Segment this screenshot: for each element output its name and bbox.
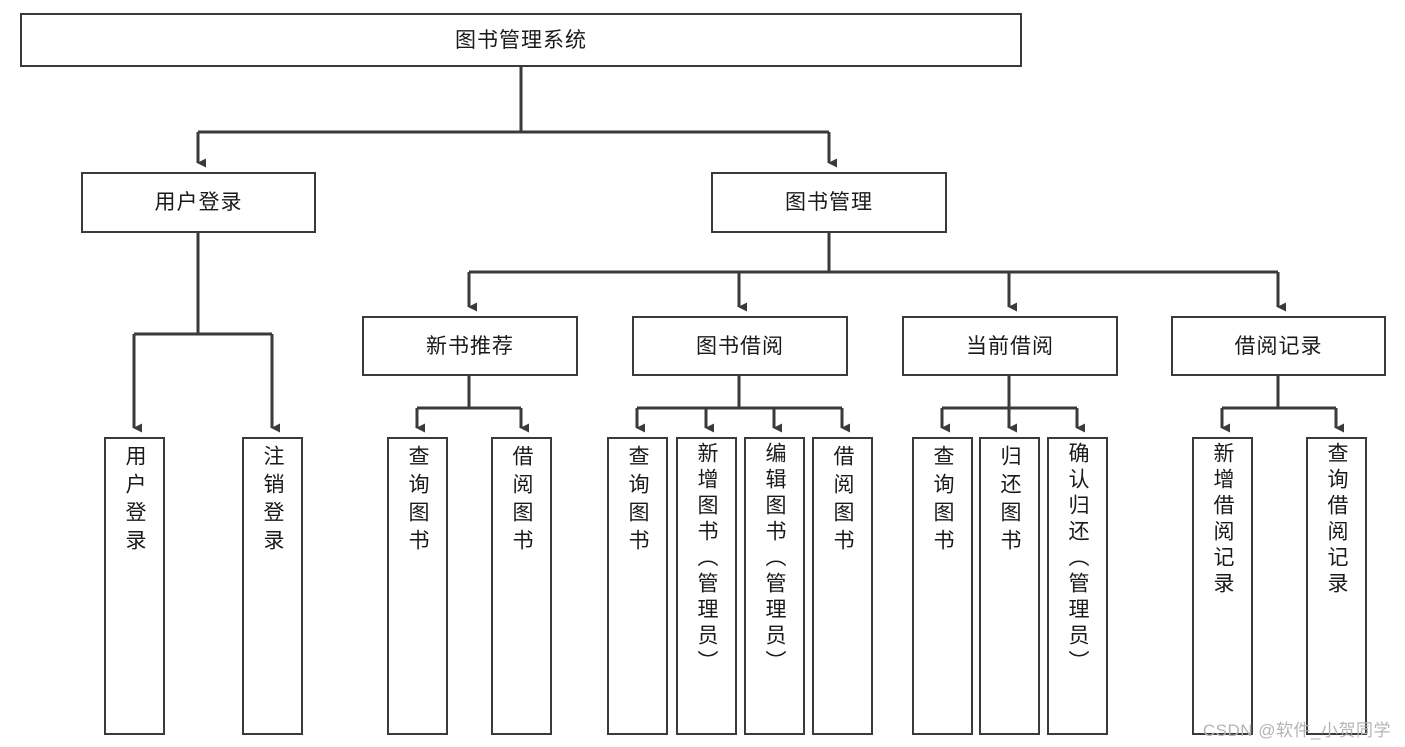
node-current-borrow[interactable]: 当前借阅 (902, 316, 1118, 376)
node-label: 借阅图书 (510, 445, 533, 557)
node-leaf-add-book-admin[interactable]: 新增图书（管理员） (676, 437, 737, 735)
node-label: 图书管理 (785, 191, 873, 214)
node-leaf-edit-book-admin[interactable]: 编辑图书（管理员） (744, 437, 805, 735)
node-label: 查询借阅记录 (1325, 442, 1348, 598)
node-leaf-user-login[interactable]: 用户登录 (104, 437, 165, 735)
node-leaf-borrow-book-nb[interactable]: 借阅图书 (491, 437, 552, 735)
node-label: 新增借阅记录 (1211, 442, 1234, 598)
node-leaf-add-borrow-record[interactable]: 新增借阅记录 (1192, 437, 1253, 735)
node-label: 当前借阅 (966, 334, 1054, 358)
node-label: 借阅记录 (1234, 334, 1323, 358)
node-leaf-confirm-return-admin[interactable]: 确认归还（管理员） (1047, 437, 1108, 735)
node-leaf-borrow-book-bb[interactable]: 借阅图书 (812, 437, 873, 735)
node-label: 图书借阅 (696, 334, 784, 358)
node-leaf-query-book-bb[interactable]: 查询图书 (607, 437, 668, 735)
watermark: CSDN @软件_小贺同学 (1202, 721, 1391, 740)
node-label: 查询图书 (626, 445, 649, 557)
node-label: 图书管理系统 (455, 28, 587, 52)
node-label: 查询图书 (931, 445, 954, 557)
node-label: 确认归还（管理员） (1066, 442, 1089, 676)
node-leaf-query-book-cb[interactable]: 查询图书 (912, 437, 973, 735)
node-user-login[interactable]: 用户登录 (81, 172, 316, 233)
node-label: 新书推荐 (426, 334, 514, 358)
node-label: 用户登录 (154, 191, 243, 214)
node-new-book-recommend[interactable]: 新书推荐 (362, 316, 578, 376)
node-label: 编辑图书（管理员） (763, 442, 786, 676)
node-label: 用户登录 (123, 445, 146, 557)
node-book-borrow[interactable]: 图书借阅 (632, 316, 848, 376)
node-leaf-return-book[interactable]: 归还图书 (979, 437, 1040, 735)
node-book-management[interactable]: 图书管理 (711, 172, 947, 233)
node-label: 归还图书 (998, 445, 1021, 557)
node-root-system[interactable]: 图书管理系统 (20, 13, 1022, 67)
node-borrow-record[interactable]: 借阅记录 (1171, 316, 1386, 376)
node-label: 注销登录 (261, 445, 284, 557)
node-label: 借阅图书 (831, 445, 854, 557)
node-label: 查询图书 (406, 445, 429, 557)
node-leaf-query-book-nb[interactable]: 查询图书 (387, 437, 448, 735)
node-label: 新增图书（管理员） (695, 442, 718, 676)
node-leaf-logout[interactable]: 注销登录 (242, 437, 303, 735)
node-leaf-query-borrow-record[interactable]: 查询借阅记录 (1306, 437, 1367, 735)
